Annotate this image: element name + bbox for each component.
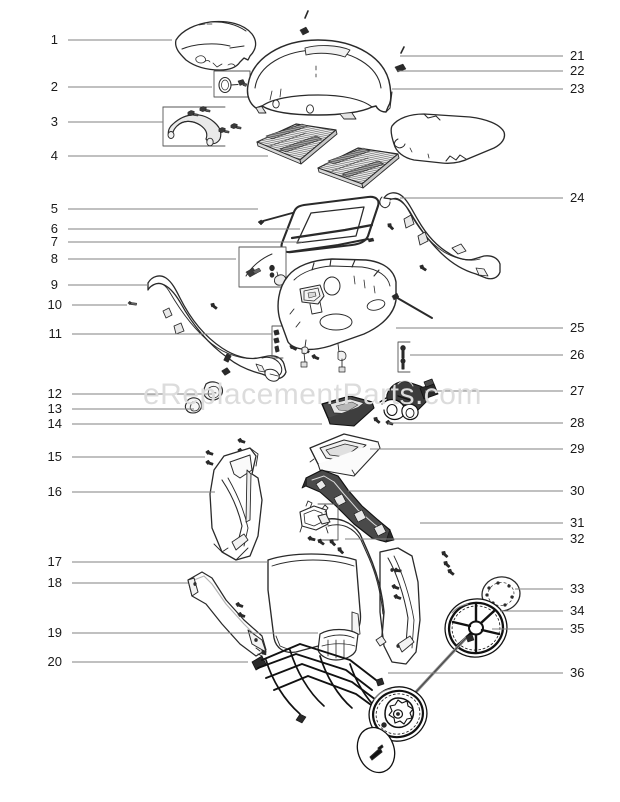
callout-number-23[interactable]: 23 bbox=[570, 81, 585, 96]
callout-number-35[interactable]: 35 bbox=[570, 621, 585, 636]
part-valve-stem bbox=[221, 353, 232, 376]
callout-number-24[interactable]: 24 bbox=[570, 190, 585, 205]
part-igniter-rod bbox=[288, 223, 375, 253]
part-cart-cross-brace bbox=[301, 469, 395, 543]
part-hub-cap-lower bbox=[356, 722, 396, 774]
part-screw-loose-a bbox=[209, 302, 219, 310]
part-lid-pin-21 bbox=[400, 46, 405, 54]
part-burner-frame bbox=[280, 195, 380, 254]
part-knob-bezel bbox=[202, 381, 224, 401]
callout-number-10[interactable]: 10 bbox=[47, 297, 62, 312]
part-knob-cap bbox=[184, 397, 203, 414]
part-support-rod bbox=[391, 292, 433, 319]
part-lid-pin-22 bbox=[394, 63, 407, 73]
callout-number-25[interactable]: 25 bbox=[570, 320, 585, 335]
callout-number-36[interactable]: 36 bbox=[570, 665, 585, 680]
callout-number-4[interactable]: 4 bbox=[50, 148, 58, 163]
part-screw-small bbox=[127, 298, 138, 309]
callout-number-16[interactable]: 16 bbox=[47, 484, 62, 499]
callout-number-28[interactable]: 28 bbox=[570, 415, 585, 430]
callout-number-26[interactable]: 26 bbox=[570, 347, 585, 362]
callout-number-5[interactable]: 5 bbox=[50, 201, 58, 216]
part-bottom-wire-shelf bbox=[251, 643, 385, 724]
part-cooking-grate-left bbox=[256, 123, 338, 165]
callout-number-13[interactable]: 13 bbox=[47, 401, 62, 416]
callout-number-3[interactable]: 3 bbox=[50, 114, 58, 129]
callout-number-27[interactable]: 27 bbox=[570, 383, 585, 398]
part-bracket-clip bbox=[299, 500, 339, 541]
callout-number-18[interactable]: 18 bbox=[47, 575, 62, 590]
callout-number-17[interactable]: 17 bbox=[47, 554, 62, 569]
part-cotter-pin bbox=[299, 10, 310, 36]
part-valve-regulator-assembly bbox=[379, 378, 439, 421]
callout-number-1[interactable]: 1 bbox=[50, 32, 58, 47]
part-cart-handle-loop bbox=[317, 513, 387, 647]
callout-number-9[interactable]: 9 bbox=[50, 277, 58, 292]
callout-number-31[interactable]: 31 bbox=[570, 515, 585, 530]
part-catch-pan-holder bbox=[321, 395, 375, 427]
callout-number-30[interactable]: 30 bbox=[570, 483, 585, 498]
part-cart-side-right bbox=[379, 547, 421, 665]
callout-number-21[interactable]: 21 bbox=[570, 48, 585, 63]
part-front-shroud bbox=[267, 553, 362, 654]
part-grill-lid bbox=[246, 39, 393, 120]
part-hinge-pin-set bbox=[397, 341, 411, 373]
part-leg-brace-left bbox=[187, 571, 267, 657]
callout-number-6[interactable]: 6 bbox=[50, 221, 58, 236]
callout-number-29[interactable]: 29 bbox=[570, 441, 585, 456]
callout-number-2[interactable]: 2 bbox=[50, 79, 58, 94]
part-lid-liner-panel bbox=[174, 20, 257, 71]
part-side-panel-left bbox=[209, 447, 263, 561]
callout-number-14[interactable]: 14 bbox=[47, 416, 62, 431]
callout-number-12[interactable]: 12 bbox=[47, 386, 62, 401]
callout-number-8[interactable]: 8 bbox=[50, 251, 58, 266]
part-catch-pan bbox=[309, 433, 381, 477]
callout-number-33[interactable]: 33 bbox=[570, 581, 585, 596]
callout-number-32[interactable]: 32 bbox=[570, 531, 585, 546]
part-firebox-base bbox=[277, 258, 397, 373]
callout-number-7[interactable]: 7 bbox=[50, 234, 58, 249]
callout-number-20[interactable]: 20 bbox=[47, 654, 62, 669]
part-frame-arm-right bbox=[379, 192, 501, 280]
leader-lines bbox=[68, 39, 563, 674]
part-cooking-grate-right bbox=[317, 147, 400, 189]
part-lid-gasket-frame bbox=[390, 113, 506, 164]
part-fastener-set bbox=[271, 325, 320, 361]
callout-number-34[interactable]: 34 bbox=[570, 603, 585, 618]
callout-number-22[interactable]: 22 bbox=[570, 63, 585, 78]
part-handle-assembly bbox=[162, 105, 242, 147]
callout-number-11[interactable]: 11 bbox=[48, 326, 63, 341]
part-lid-knob-box bbox=[213, 70, 251, 98]
part-frame-arm-left bbox=[147, 275, 287, 382]
part-igniter-hardware-box bbox=[238, 246, 287, 288]
callout-number-15[interactable]: 15 bbox=[47, 449, 62, 464]
callout-number-19[interactable]: 19 bbox=[47, 625, 62, 640]
